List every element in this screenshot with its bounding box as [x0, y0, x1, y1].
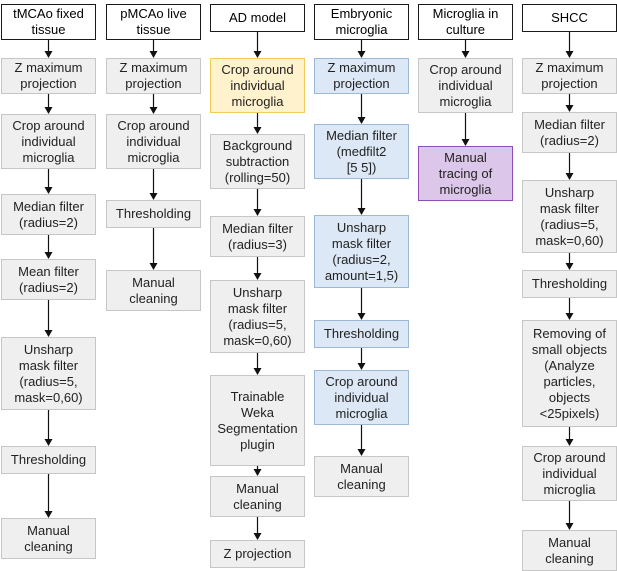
step-box-ad-7: Z projection [210, 540, 305, 568]
step-box-tmcao-3: Median filter (radius=2) [1, 194, 96, 235]
column-header-ad: AD model [210, 4, 305, 32]
step-box-shcc-4: Thresholding [522, 270, 617, 298]
step-box-tmcao-7: Manual cleaning [1, 518, 96, 559]
step-box-ad-5: Trainable Weka Segmentation plugin [210, 375, 305, 466]
step-box-ad-3: Median filter (radius=3) [210, 216, 305, 257]
step-box-culture-1: Crop around individual microglia [418, 58, 513, 113]
column-header-pmcao: pMCAo live tissue [106, 4, 201, 40]
step-box-tmcao-2: Crop around individual microglia [1, 114, 96, 169]
step-box-pmcao-4: Manual cleaning [106, 270, 201, 311]
step-box-shcc-7: Manual cleaning [522, 530, 617, 571]
step-box-ad-1: Crop around individual microglia [210, 58, 305, 113]
step-box-embryonic-6: Manual cleaning [314, 456, 409, 497]
column-header-shcc: SHCC [522, 4, 617, 32]
column-header-culture: Microglia in culture [418, 4, 513, 40]
step-box-tmcao-1: Z maximum projection [1, 58, 96, 94]
step-box-tmcao-4: Mean filter (radius=2) [1, 259, 96, 300]
step-box-tmcao-6: Thresholding [1, 446, 96, 474]
step-box-pmcao-1: Z maximum projection [106, 58, 201, 94]
step-box-embryonic-3: Unsharp mask filter (radius=2, amount=1,… [314, 215, 409, 288]
step-box-ad-4: Unsharp mask filter (radius=5, mask=0,60… [210, 280, 305, 353]
step-box-embryonic-2: Median filter (medfilt2 [5 5]) [314, 124, 409, 179]
step-box-shcc-6: Crop around individual microglia [522, 446, 617, 501]
step-box-shcc-3: Unsharp mask filter (radius=5, mask=0,60… [522, 180, 617, 253]
step-box-shcc-1: Z maximum projection [522, 58, 617, 94]
step-box-culture-2: Manual tracing of microglia [418, 146, 513, 201]
step-box-shcc-2: Median filter (radius=2) [522, 112, 617, 153]
step-box-ad-6: Manual cleaning [210, 476, 305, 517]
column-header-tmcao: tMCAo fixed tissue [1, 4, 96, 40]
step-box-tmcao-5: Unsharp mask filter (radius=5, mask=0,60… [1, 337, 96, 410]
step-box-shcc-5: Removing of small objects (Analyze parti… [522, 320, 617, 427]
step-box-ad-2: Background subtraction (rolling=50) [210, 134, 305, 189]
step-box-pmcao-3: Thresholding [106, 200, 201, 228]
step-box-pmcao-2: Crop around individual microglia [106, 114, 201, 169]
step-box-embryonic-5: Crop around individual microglia [314, 370, 409, 425]
step-box-embryonic-4: Thresholding [314, 320, 409, 348]
column-header-embryonic: Embryonic microglia [314, 4, 409, 40]
step-box-embryonic-1: Z maximum projection [314, 58, 409, 94]
